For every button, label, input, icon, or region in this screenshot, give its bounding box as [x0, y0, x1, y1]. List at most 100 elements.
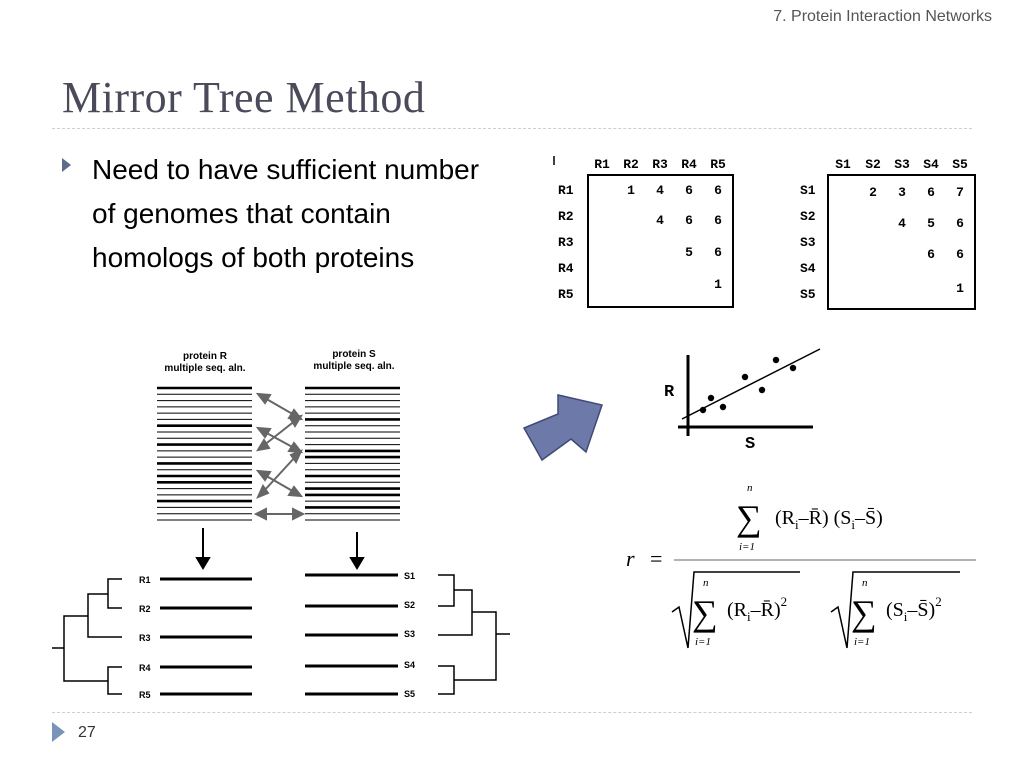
sum-icon: ∑ — [851, 593, 877, 633]
tree-s-leaf-label: S4 — [404, 660, 415, 670]
matrix-s-row-header: S3 — [800, 235, 816, 250]
matrix-s-row-header: S2 — [800, 209, 816, 224]
phylogenetic-tree-r: R1 R2 R3 R4 R5 — [52, 575, 252, 700]
formula-numerator: (Ri–R̄) (Si–S̄) — [775, 507, 883, 532]
scatter-point — [789, 364, 797, 372]
tree-r-leaf-label: R4 — [139, 663, 151, 673]
alignment-r-lines — [157, 386, 252, 521]
matrix-s-cell: 4 — [898, 216, 906, 231]
matrix-s-cell: 6 — [927, 247, 935, 262]
double-arrow-icon — [287, 441, 304, 454]
double-arrow-icon — [256, 484, 270, 499]
matrix-r-cell: 6 — [714, 245, 722, 260]
matrix-r-cell: 6 — [714, 213, 722, 228]
formula-lower-limit: i=1 — [739, 541, 755, 553]
matrix-r-col-header: R3 — [652, 157, 668, 172]
tree-s-leaf-label: S1 — [404, 571, 415, 581]
matrix-s-row-header: S4 — [800, 261, 816, 276]
scatter-y-label: R — [664, 383, 675, 402]
matrix-r-col-header: R2 — [623, 157, 639, 172]
matrix-r-row-header: R1 — [558, 183, 574, 198]
tree-r-leaf-label: R1 — [139, 575, 151, 585]
double-arrow-icon — [289, 449, 303, 464]
double-arrow-icon — [262, 430, 297, 450]
matrix-r-cell: 6 — [685, 213, 693, 228]
matrix-s-col-header: S5 — [952, 157, 968, 172]
formula-lower-limit: i=1 — [695, 636, 711, 648]
alignment-s-title: protein S — [332, 349, 376, 360]
tree-s-leaf-label: S2 — [404, 600, 415, 610]
formula-denominator-r: (Ri–R̄)2 — [727, 594, 787, 624]
scatter-point — [699, 406, 707, 414]
alignment-s-subtitle: multiple seq. aln. — [313, 361, 394, 372]
formula-upper-limit: n — [747, 482, 753, 494]
scatter-fit-line — [681, 348, 821, 420]
formula-upper-limit: n — [862, 577, 868, 589]
scatter-point — [758, 386, 766, 394]
scatter-x-label: S — [745, 435, 755, 454]
matrix-s-col-header: S1 — [835, 157, 851, 172]
distance-matrix-s: S1 S2 S3 S4 S5 S1 S2 S3 S4 S5 2 3 6 7 4 … — [800, 157, 976, 310]
matrix-s-col-header: S3 — [894, 157, 910, 172]
matrix-s-cell: 7 — [956, 185, 964, 200]
matrix-s-cell: 2 — [869, 185, 877, 200]
formula-upper-limit: n — [703, 577, 709, 589]
matrix-s-cell: 1 — [956, 281, 964, 296]
matrix-r-cell: 1 — [714, 277, 722, 292]
formula-lower-limit: i=1 — [854, 636, 870, 648]
page-arrow-icon — [52, 722, 65, 742]
sqrt-icon — [671, 571, 800, 649]
scatter-point — [719, 403, 727, 411]
matrix-s-row-header: S1 — [800, 183, 816, 198]
sqrt-icon — [830, 571, 960, 649]
matrix-r-cell: 4 — [656, 183, 664, 198]
tree-s-leaf-label: S3 — [404, 629, 415, 639]
tree-r-leaf-label: R5 — [139, 690, 151, 700]
double-arrow-icon — [262, 419, 297, 447]
double-arrow-icon — [262, 473, 297, 494]
matrix-r-cell: 5 — [685, 245, 693, 260]
bullet-arrow-icon — [62, 158, 71, 172]
matrix-r-cell: 6 — [714, 183, 722, 198]
down-arrow-icon — [349, 557, 365, 570]
matrix-s-row-header: S5 — [800, 287, 816, 302]
phylogenetic-tree-s: S1 S2 S3 S4 S5 — [305, 571, 510, 699]
formula-r: r — [626, 546, 635, 571]
scatter-point — [741, 373, 749, 381]
matrix-r-cell: 1 — [627, 183, 635, 198]
double-arrow-icon — [287, 485, 304, 498]
sum-icon: ∑ — [692, 593, 718, 633]
scatter-point — [707, 394, 715, 402]
matrix-r-box — [587, 174, 734, 308]
double-arrow-icon — [288, 414, 303, 428]
alignment-diagram: protein R multiple seq. aln. protein S m… — [52, 349, 510, 700]
matrix-s-cell: 6 — [927, 185, 935, 200]
page-number: 27 — [78, 724, 96, 741]
matrix-r-row-header: R2 — [558, 209, 574, 224]
matrix-r-col-header: R5 — [710, 157, 726, 172]
matrix-s-col-header: S2 — [865, 157, 881, 172]
formula-denominator-s: (Si–S̄)2 — [886, 594, 942, 624]
matrix-r-cell: 4 — [656, 213, 664, 228]
scatter-plot: R S — [664, 348, 821, 454]
double-arrow-icon — [292, 507, 306, 521]
matrix-r-row-header: R5 — [558, 287, 574, 302]
correspondence-arrows — [253, 392, 306, 521]
double-arrow-icon — [255, 392, 272, 405]
matrix-s-box — [827, 174, 976, 310]
matrix-s-cell: 5 — [927, 216, 935, 231]
double-arrow-icon — [253, 507, 267, 521]
matrix-s-col-header: S4 — [923, 157, 939, 172]
alignment-r-title: protein R — [183, 351, 228, 362]
course-title: 7. Protein Interaction Networks — [773, 8, 992, 25]
tree-r-leaf-label: R2 — [139, 604, 151, 614]
slide-title: Mirror Tree Method — [62, 73, 426, 122]
double-arrow-icon — [262, 455, 297, 493]
tree-s-leaf-label: S5 — [404, 689, 415, 699]
matrix-r-cell: 6 — [685, 183, 693, 198]
flow-arrow-icon — [522, 394, 603, 462]
matrix-r-row-header: R4 — [558, 261, 574, 276]
bullet-text: Need to have sufficient number of genome… — [92, 154, 480, 273]
formula-equals: = — [650, 546, 662, 571]
